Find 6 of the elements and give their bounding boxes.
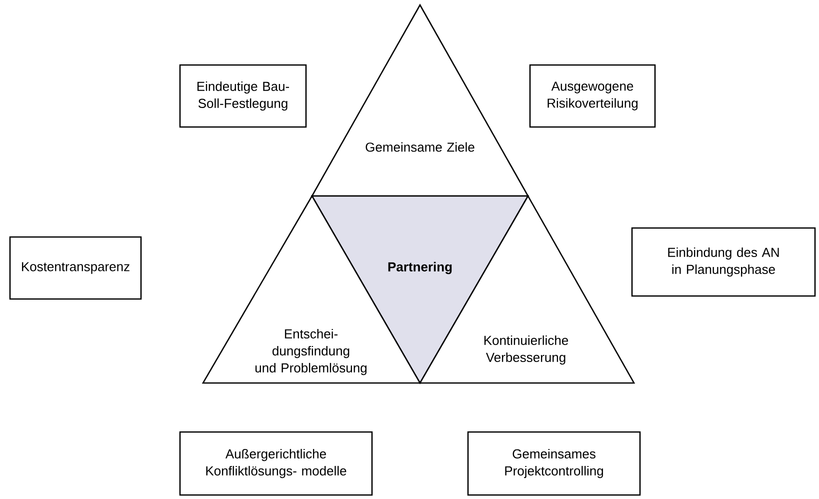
text-box: Einbindung des AN in Planungsphase	[631, 227, 816, 297]
text-box: Kostentransparenz	[9, 236, 142, 300]
text-box: Ausgewogene Risikoverteilung	[529, 64, 656, 128]
text-box: Eindeutige Bau-Soll-Festlegung	[179, 64, 307, 128]
text-box: Gemeinsames Projektcontrolling	[467, 431, 641, 496]
text-box: Außergerichtliche Konfliktlösungs- modelle	[179, 431, 373, 496]
